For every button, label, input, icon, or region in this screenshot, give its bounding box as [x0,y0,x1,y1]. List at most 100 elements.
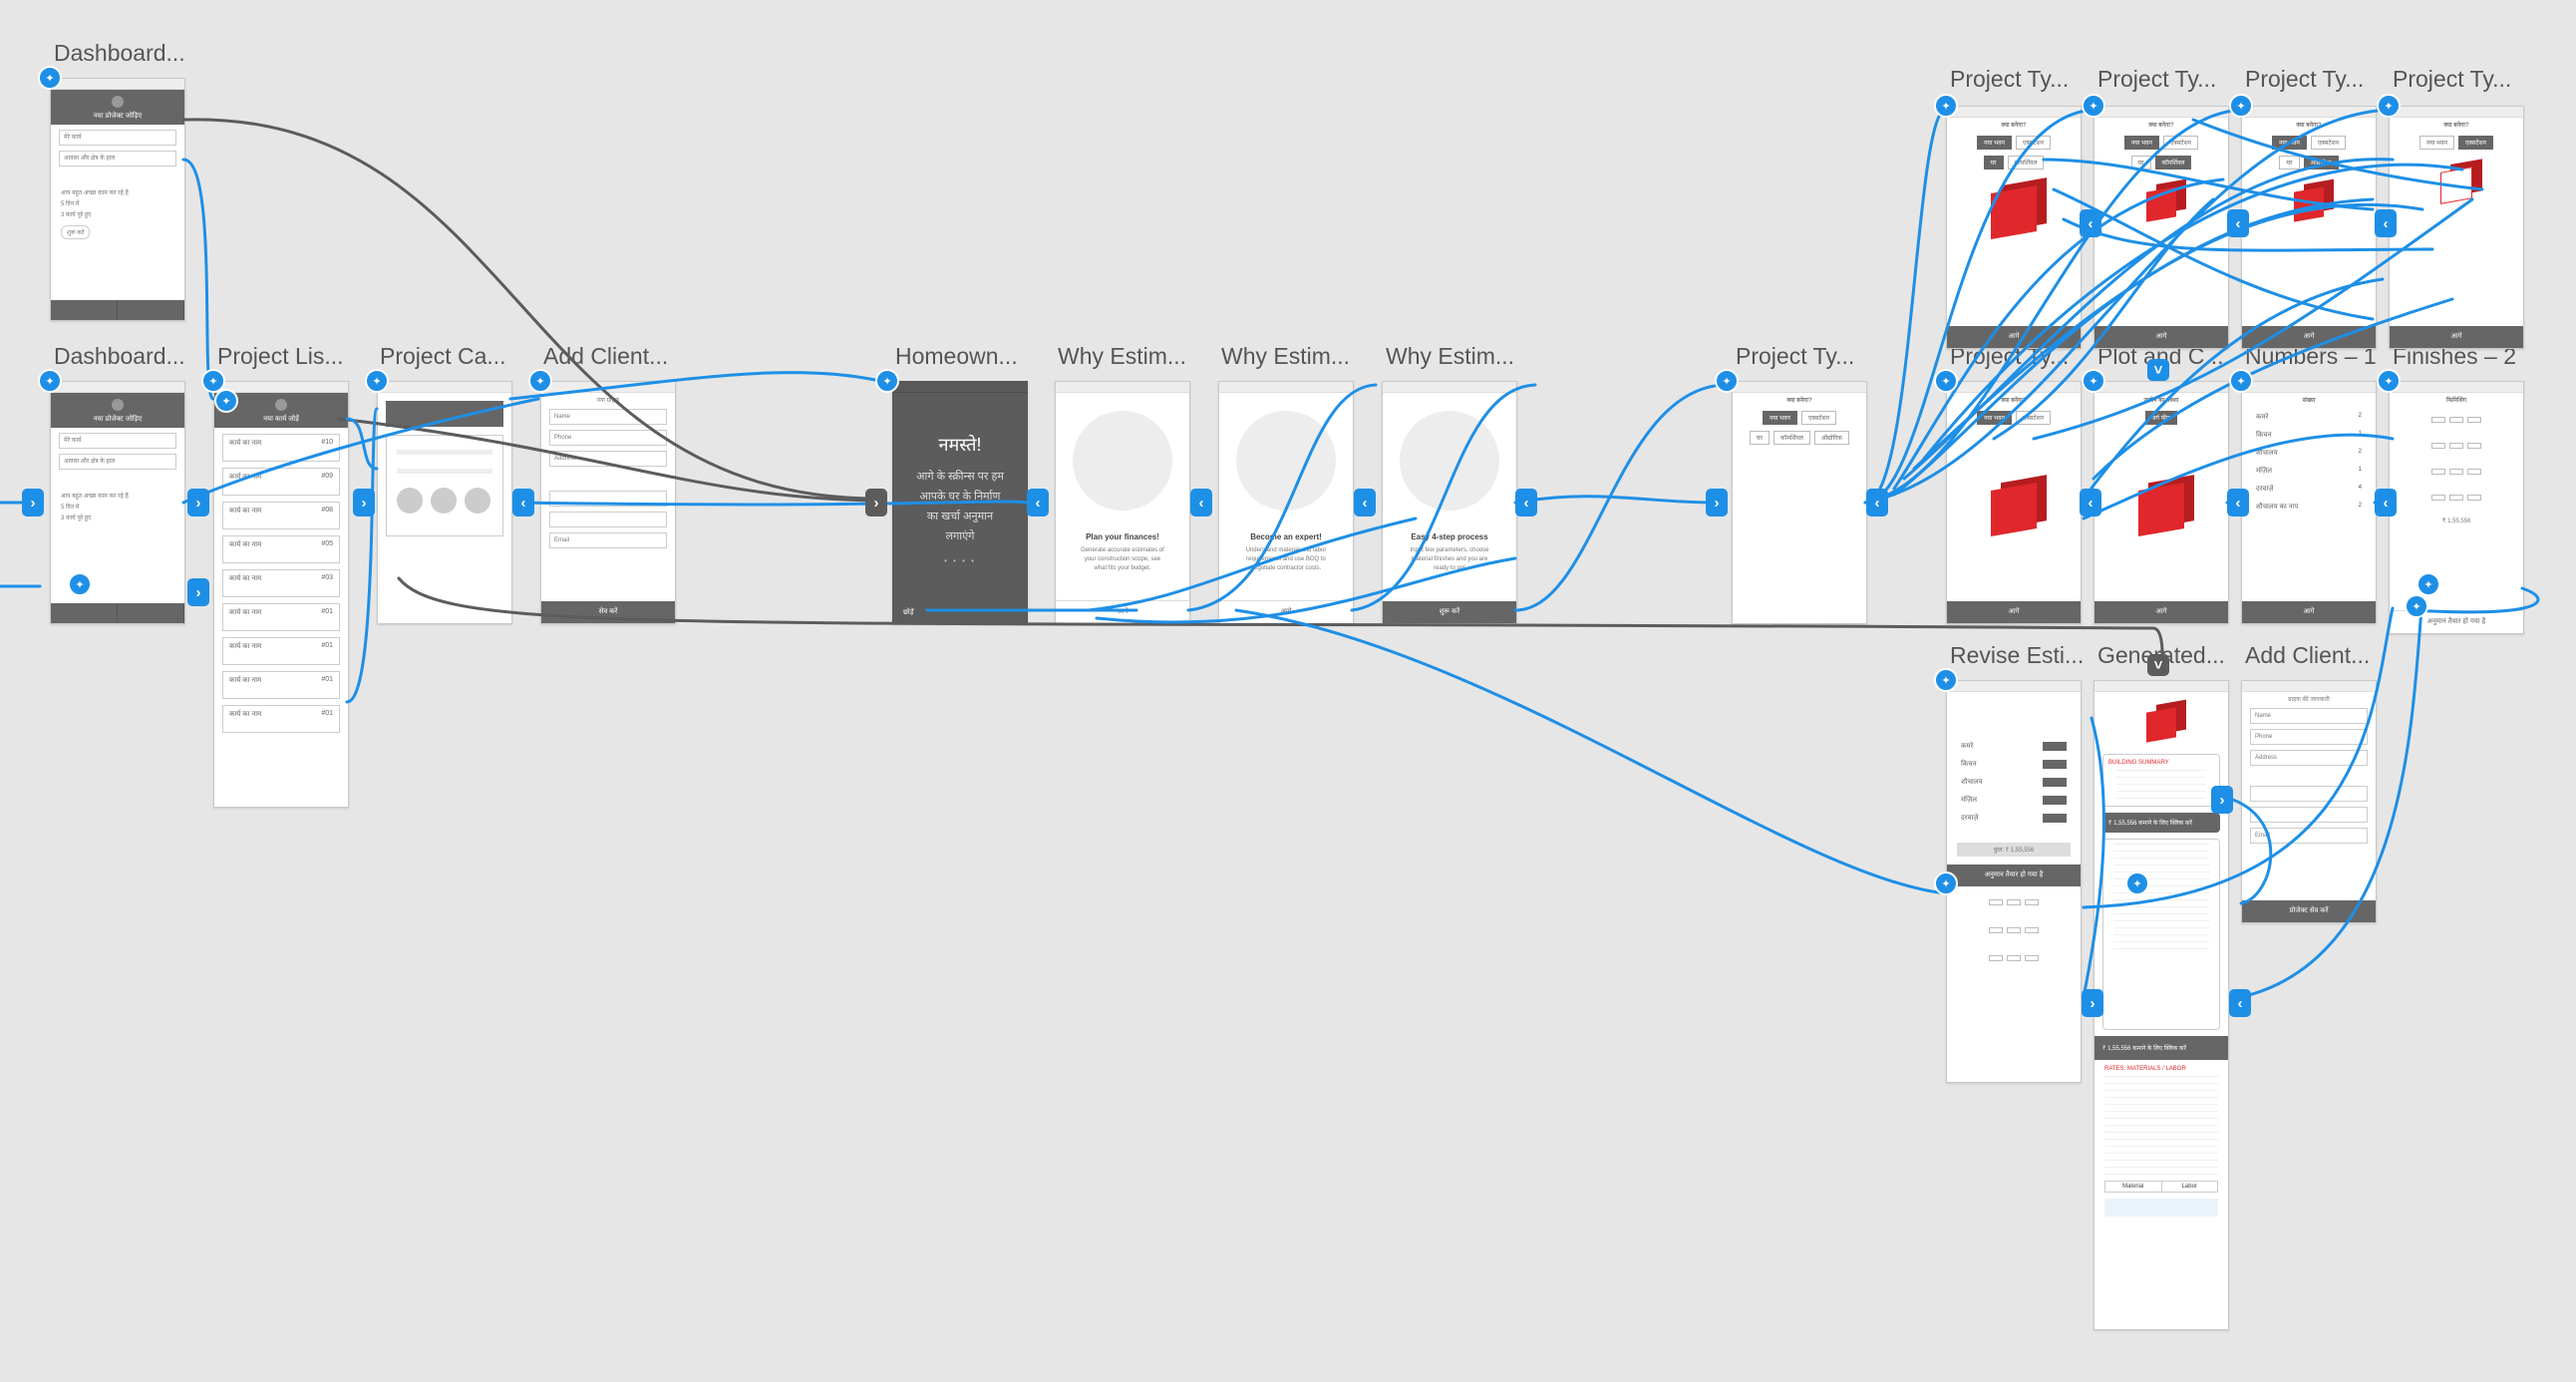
numbers-stepper[interactable]: 2 [2358,449,2362,455]
next-button[interactable]: आगे [2390,326,2523,348]
artboard-title-why-2[interactable]: Why Estim... [1221,343,1351,369]
chevron-right-icon[interactable]: › [22,489,44,517]
list-item[interactable]: कार्य का नाम#09 [222,468,340,496]
artboard-why-3[interactable]: Easy 4-step process Input few parameters… [1382,381,1517,624]
artboard-generated-estimate[interactable]: BUILDING SUMMARY ₹ 1,55,556 कमाने के लिए… [2093,680,2229,1330]
dashboard-header[interactable]: नया प्रोजेक्ट जोड़िए [51,90,184,125]
chevron-right-icon[interactable]: › [2211,786,2233,814]
pin-icon[interactable]: ✦ [68,572,92,596]
next-button[interactable]: आगे [1947,601,2081,623]
numbers-stepper[interactable]: 1 [2358,431,2362,437]
option-new-building[interactable]: नया भवन [1977,411,2012,425]
artboard-title-why-3[interactable]: Why Estim... [1386,343,1515,369]
artboard-title-project-type-2[interactable]: Project Ty... [2097,66,2217,92]
dashboard-field-1[interactable]: मेरे कार्य [59,433,176,449]
project-card-header[interactable] [386,401,503,427]
chevron-right-icon[interactable]: › [865,489,887,517]
pin-icon[interactable]: ✦ [2125,871,2149,895]
revise-stepper[interactable] [2043,760,2067,769]
next-button[interactable]: आगे [2094,601,2228,623]
pin-icon[interactable]: ✦ [2229,94,2253,118]
list-item[interactable]: कार्य का नाम#10 [222,434,340,462]
pin-icon[interactable]: ✦ [1715,369,1739,393]
pin-icon[interactable]: ✦ [2405,594,2428,618]
client2-phone-field[interactable]: Phone [2250,729,2368,745]
numbers-row[interactable]: दरवाज़े4 [2256,485,2362,494]
revise-row[interactable]: दरवाज़े [1961,814,2067,823]
revise-row[interactable]: कमरे [1961,742,2067,751]
tab-logout[interactable] [118,300,184,320]
artboard-title-project-type-4[interactable]: Project Ty... [2393,66,2512,92]
artboard-title-revise-estimate[interactable]: Revise Esti... [1950,642,2085,668]
plot-option[interactable]: वर्ग फीट [2145,411,2177,425]
client-save-button[interactable]: सेव करें [541,601,675,623]
artboard-plot-size[interactable]: जमीन का नक्शा वर्ग फीट आगे [2093,381,2229,624]
pin-icon[interactable]: ✦ [528,369,552,393]
option-new-building[interactable]: नया भवन [1977,136,2012,150]
revise-row[interactable]: शौचालय [1961,778,2067,787]
option-home[interactable]: घर [1750,431,1771,445]
list-item[interactable]: कार्य का नाम#01 [222,637,340,665]
tab-bar[interactable] [51,300,184,320]
numbers-stepper[interactable]: 4 [2358,485,2362,491]
pin-icon[interactable]: ✦ [2377,369,2401,393]
client-name-field[interactable]: Name [549,409,667,425]
chevron-left-icon[interactable]: ‹ [1027,489,1049,517]
numbers-stepper[interactable]: 2 [2358,503,2362,509]
list-item[interactable]: कार्य का नाम#08 [222,502,340,529]
chevron-right-icon[interactable]: › [353,489,375,517]
generated-cta-2[interactable]: ₹ 1,55,556 कमाने के लिए क्लिक करें [2094,1036,2228,1060]
chevron-left-icon[interactable]: ‹ [1190,489,1212,517]
client-extra-field-2[interactable] [549,512,667,527]
pin-icon[interactable]: ✦ [1934,668,1958,692]
artboard-dashboard-1[interactable]: नया प्रोजेक्ट जोड़िए मेरे कार्य आवास और … [50,78,185,321]
material-tab[interactable]: Material [2122,1184,2144,1190]
artboard-title-project-type[interactable]: Project Ty... [1736,343,1855,369]
numbers-stepper[interactable]: 1 [2358,467,2362,473]
chevron-left-icon[interactable]: ‹ [2375,489,2397,517]
artboard-title-why-1[interactable]: Why Estim... [1058,343,1187,369]
artboard-why-2[interactable]: Become an expert! Understand material an… [1218,381,1354,624]
pin-icon[interactable]: ✦ [38,66,62,90]
chevron-left-icon[interactable]: ‹ [2227,489,2249,517]
dashboard-header[interactable]: नया प्रोजेक्ट जोड़िए [51,393,184,428]
chevron-left-icon[interactable]: ‹ [2080,209,2101,237]
chevron-right-icon[interactable]: › [1706,489,1728,517]
artboard-homeowner-welcome[interactable]: नमस्ते! आगे के स्क्रीन्स पर हम आपके घर क… [892,381,1028,624]
pin-icon[interactable]: ✦ [2377,94,2401,118]
artboard-title-add-client[interactable]: Add Client... [543,343,669,369]
revise-stepper[interactable] [2043,742,2067,751]
option-home[interactable]: घर [2279,156,2300,170]
numbers-row[interactable]: कमरे2 [2256,413,2362,422]
client2-address-field[interactable]: Address [2250,750,2368,766]
client-address-field[interactable]: Address [549,451,667,467]
tab-bar[interactable] [51,603,184,623]
chevron-left-icon[interactable]: ‹ [1866,489,1888,517]
option-industrial[interactable]: औद्योगिक [2303,156,2339,170]
option-home[interactable]: घर [1983,156,2004,170]
list-item[interactable]: कार्य का नाम#05 [222,535,340,563]
artboard-add-client-2[interactable]: ग्राहक की जानकारी Name Phone Address Ema… [2241,680,2377,923]
revise-row[interactable]: किचन [1961,760,2067,769]
list-item[interactable]: कार्य का नाम#01 [222,671,340,699]
labor-tab[interactable]: Labor [2160,1182,2218,1192]
chevron-right-icon[interactable]: › [187,578,209,606]
option-home[interactable]: घर [2130,156,2151,170]
artboard-dashboard-2[interactable]: नया प्रोजेक्ट जोड़िए मेरे कार्य आवास और … [50,381,185,624]
chevron-left-icon[interactable]: ‹ [2229,989,2251,1017]
chevron-left-icon[interactable]: ‹ [2080,489,2101,517]
project-card-body[interactable] [386,435,503,536]
option-new-building[interactable]: नया भवन [1763,411,1797,425]
pin-icon[interactable]: ✦ [1934,94,1958,118]
revise-stepper[interactable] [2043,778,2067,787]
chevron-left-icon[interactable]: ‹ [2227,209,2249,237]
pin-icon[interactable]: ✦ [875,369,899,393]
artboard-title-dashboard-2[interactable]: Dashboard... [54,343,185,369]
numbers-stepper[interactable]: 2 [2358,413,2362,419]
option-extension[interactable]: एक्सटेंशन [1800,411,1836,425]
list-item[interactable]: कार्य का नाम#01 [222,603,340,631]
